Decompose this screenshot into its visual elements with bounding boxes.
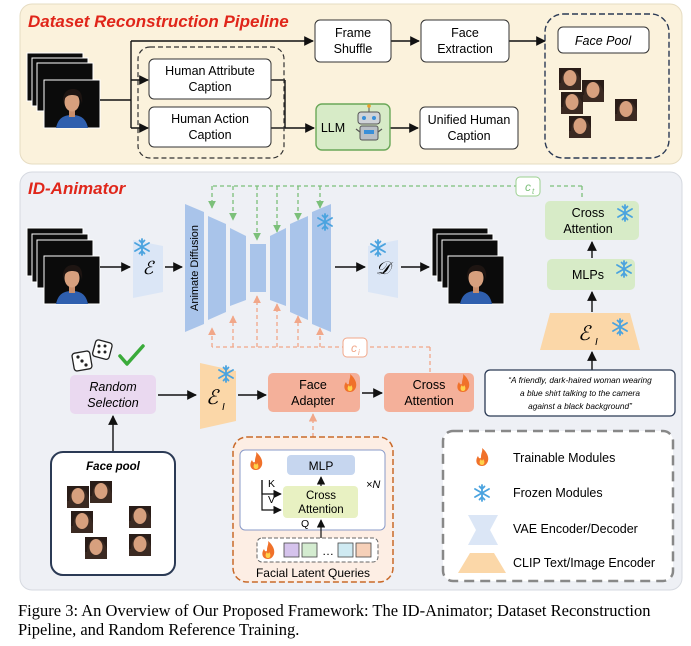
id-animator-title: ID-Animator (28, 179, 127, 198)
svg-text:Frame: Frame (335, 26, 371, 40)
dice-icon (71, 339, 113, 372)
svg-text:I: I (595, 337, 598, 348)
svg-text:Attention: Attention (563, 222, 612, 236)
svg-text:Adapter: Adapter (291, 394, 335, 408)
svg-text:Caption: Caption (188, 80, 231, 94)
svg-text:i: i (358, 348, 360, 357)
mlps-box: MLPs (547, 259, 635, 290)
caption-group (137, 46, 285, 159)
pipeline-title: Dataset Reconstruction Pipeline (28, 12, 289, 31)
svg-text:Cross: Cross (572, 206, 605, 220)
clip-image-encoder: ℰ I (200, 363, 236, 429)
svg-text:ℰ: ℰ (143, 258, 156, 278)
figure-caption: Figure 3: An Overview of Our Proposed Fr… (18, 601, 651, 639)
svg-text:Extraction: Extraction (437, 42, 493, 56)
frame-shuffle-box: Frame Shuffle (314, 19, 392, 63)
random-selection-box: Random Selection (70, 375, 156, 414)
svg-text:ℰ: ℰ (206, 387, 220, 409)
legend-clip: CLIP Text/Image Encoder (513, 556, 655, 570)
v-label: V (268, 494, 275, 506)
face-pool-label: Face Pool (575, 34, 633, 48)
cross-attention-mid: Cross Attention (384, 373, 474, 412)
svg-text:against a black background”: against a black background” (528, 401, 633, 411)
pipeline-connectors (100, 36, 546, 133)
svg-text:Caption: Caption (188, 128, 231, 142)
legend-frozen: Frozen Modules (513, 486, 603, 500)
svg-text:Selection: Selection (87, 396, 138, 410)
action-caption-box: Human Action Caption (148, 106, 272, 148)
svg-text:Attention: Attention (404, 394, 453, 408)
legend-clip-swatch (458, 553, 506, 573)
llm-box: LLM (315, 103, 391, 151)
svg-text:MLPs: MLPs (572, 268, 604, 282)
svg-text:Shuffle: Shuffle (334, 42, 373, 56)
svg-text:Cross: Cross (306, 490, 336, 502)
adapter-mlp-label: MLP (309, 459, 334, 473)
clip-text-encoder: ℰ I (540, 313, 640, 350)
facial-latent-queries-label: Facial Latent Queries (256, 566, 370, 580)
legend: Trainable Modules Frozen Modules VAE Enc… (441, 429, 675, 583)
face-adapter-box: Face Adapter (268, 373, 360, 412)
vae-encoder: ℰ (133, 238, 163, 298)
svg-text:Face: Face (299, 378, 327, 392)
legend-trainable: Trainable Modules (513, 451, 615, 465)
cross-attention-top: Cross Attention (545, 201, 639, 240)
svg-text:c: c (351, 341, 357, 355)
svg-text:LLM: LLM (321, 121, 345, 135)
svg-text:a blue shirt talking to the ca: a blue shirt talking to the camera (520, 388, 640, 398)
image-condition-lines (208, 295, 431, 374)
svg-text:𝒟: 𝒟 (376, 258, 394, 278)
face-extraction-box: Face Extraction (420, 19, 510, 63)
svg-text:Caption: Caption (447, 129, 490, 143)
svg-text:Random: Random (89, 380, 136, 394)
adapter-detail: MLP Cross Attention ×N K V Q … Facial La… (232, 436, 394, 583)
svg-text:I: I (222, 402, 225, 413)
svg-text:Unified Human: Unified Human (428, 113, 511, 127)
unet-label: Animate Diffusion (189, 225, 201, 311)
ci-token: c i (342, 337, 368, 358)
svg-text:Face pool: Face pool (86, 461, 140, 473)
svg-text:Human Attribute: Human Attribute (165, 64, 255, 78)
legend-vae-swatch (468, 515, 498, 545)
svg-text:Face: Face (451, 26, 479, 40)
legend-vae: VAE Encoder/Decoder (513, 522, 638, 536)
ct-token: c t (515, 176, 541, 197)
svg-text:Attention: Attention (298, 504, 343, 516)
unet: Animate Diffusion (185, 204, 333, 332)
unified-caption-box: Unified Human Caption (419, 106, 519, 150)
svg-text:Human Action: Human Action (171, 112, 249, 126)
svg-text:ℰ: ℰ (578, 323, 592, 345)
svg-text:c: c (525, 180, 531, 194)
attribute-caption-box: Human Attribute Caption (148, 58, 272, 100)
text-prompt-box: “A friendly, dark-haired woman wearing a… (484, 369, 676, 417)
text-condition-lines (208, 185, 583, 241)
svg-text:Cross: Cross (413, 378, 446, 392)
svg-text:…: … (322, 544, 334, 558)
face-pool-group: Face Pool (544, 13, 670, 159)
face-pool-box: Face pool (50, 451, 176, 576)
svg-text:t: t (532, 187, 535, 196)
svg-text:“A friendly, dark-haired woman: “A friendly, dark-haired woman wearing (508, 375, 652, 385)
vae-decoder: 𝒟 (368, 239, 398, 298)
check-icon (118, 344, 145, 366)
q-label: Q (301, 518, 309, 530)
times-n-label: ×N (366, 479, 380, 491)
robot-icon (355, 104, 383, 141)
k-label: K (268, 478, 275, 490)
